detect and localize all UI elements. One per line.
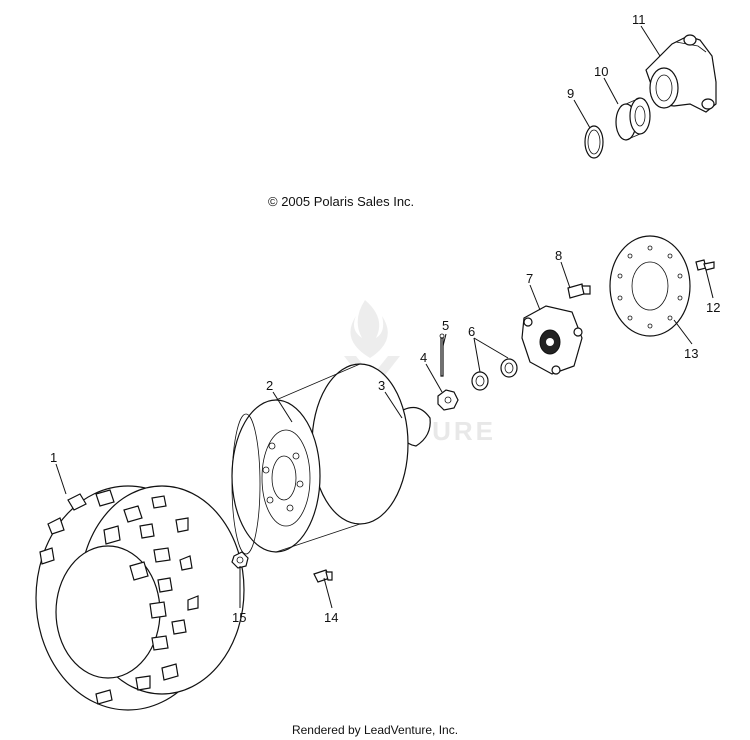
callout-12: 12 — [706, 300, 720, 315]
part-14-valve-stem — [313, 569, 333, 583]
callout-15: 15 — [232, 610, 246, 625]
callout-8: 8 — [555, 248, 562, 263]
part-2-wheel-rim — [231, 363, 409, 555]
callout-11: 11 — [632, 12, 646, 27]
callout-14: 14 — [324, 610, 338, 625]
part-13-brake-disc — [609, 235, 691, 337]
part-15-lug-nut — [231, 551, 249, 569]
part-10-bearing — [615, 97, 651, 141]
part-4-castle-nut — [437, 389, 459, 411]
part-5-cotter-pin — [439, 333, 445, 377]
part-12-bolt — [695, 259, 715, 271]
callout-9: 9 — [567, 86, 574, 101]
part-9-snap-ring — [584, 125, 604, 159]
callout-13: 13 — [684, 346, 698, 361]
callout-2: 2 — [266, 378, 273, 393]
footer-credit: Rendered by LeadVenture, Inc. — [291, 723, 459, 737]
callout-10: 10 — [594, 64, 608, 79]
part-11-knuckle — [645, 34, 717, 113]
part-8-bolt — [567, 283, 591, 299]
part-6-washers — [471, 358, 518, 391]
callout-5: 5 — [442, 318, 449, 333]
callout-labels: 1 2 3 4 5 6 7 8 9 10 11 12 13 14 15 — [50, 12, 720, 625]
callout-3: 3 — [378, 378, 385, 393]
callout-7: 7 — [526, 271, 533, 286]
part-1-tire — [35, 485, 245, 711]
leader-lines — [55, 25, 714, 609]
part-7-hub — [521, 305, 583, 375]
copyright-notice: © 2005 Polaris Sales Inc. — [268, 194, 415, 209]
callout-6: 6 — [468, 324, 475, 339]
callout-4: 4 — [420, 350, 427, 365]
callout-1: 1 — [50, 450, 57, 465]
